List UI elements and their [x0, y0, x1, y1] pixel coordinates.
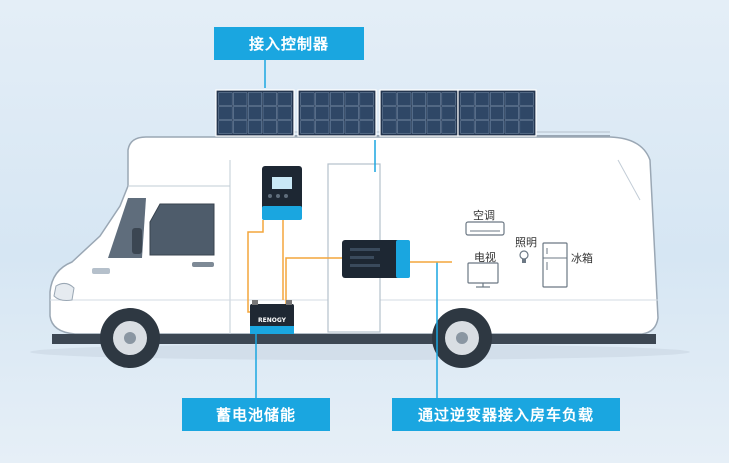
- solar-panel: [457, 89, 537, 137]
- label-fridge: 冰箱: [571, 252, 593, 265]
- battery-brand-label: RENOGY: [258, 317, 287, 324]
- inverter: [342, 240, 410, 278]
- solar-panel-array: [215, 89, 537, 137]
- wire-battery-inverter: [285, 257, 342, 312]
- wire-controller-battery: [247, 220, 264, 313]
- callout-controller: 接入控制器: [214, 27, 364, 60]
- front-wheel: [100, 308, 160, 368]
- solar-panel: [297, 89, 377, 137]
- label-air-conditioner: 空调: [473, 209, 495, 222]
- battery: RENOGY: [250, 300, 294, 334]
- callout-inverter: 通过逆变器接入房车负载: [392, 398, 620, 431]
- light-bulb-icon: [519, 250, 529, 263]
- fridge-icon: [542, 242, 568, 288]
- label-tv: 电视: [474, 251, 496, 264]
- wiring: [247, 60, 452, 398]
- rear-wheel: [432, 308, 492, 368]
- ground-shadow: [30, 344, 690, 360]
- label-lighting: 照明: [515, 236, 537, 249]
- rv-body: [49, 131, 659, 344]
- charge-controller: [262, 166, 302, 220]
- callout-battery: 蓄电池储能: [182, 398, 330, 431]
- solar-panel: [379, 89, 459, 137]
- solar-panel: [215, 89, 295, 137]
- air-conditioner-icon: [465, 221, 505, 236]
- tv-icon: [467, 262, 499, 288]
